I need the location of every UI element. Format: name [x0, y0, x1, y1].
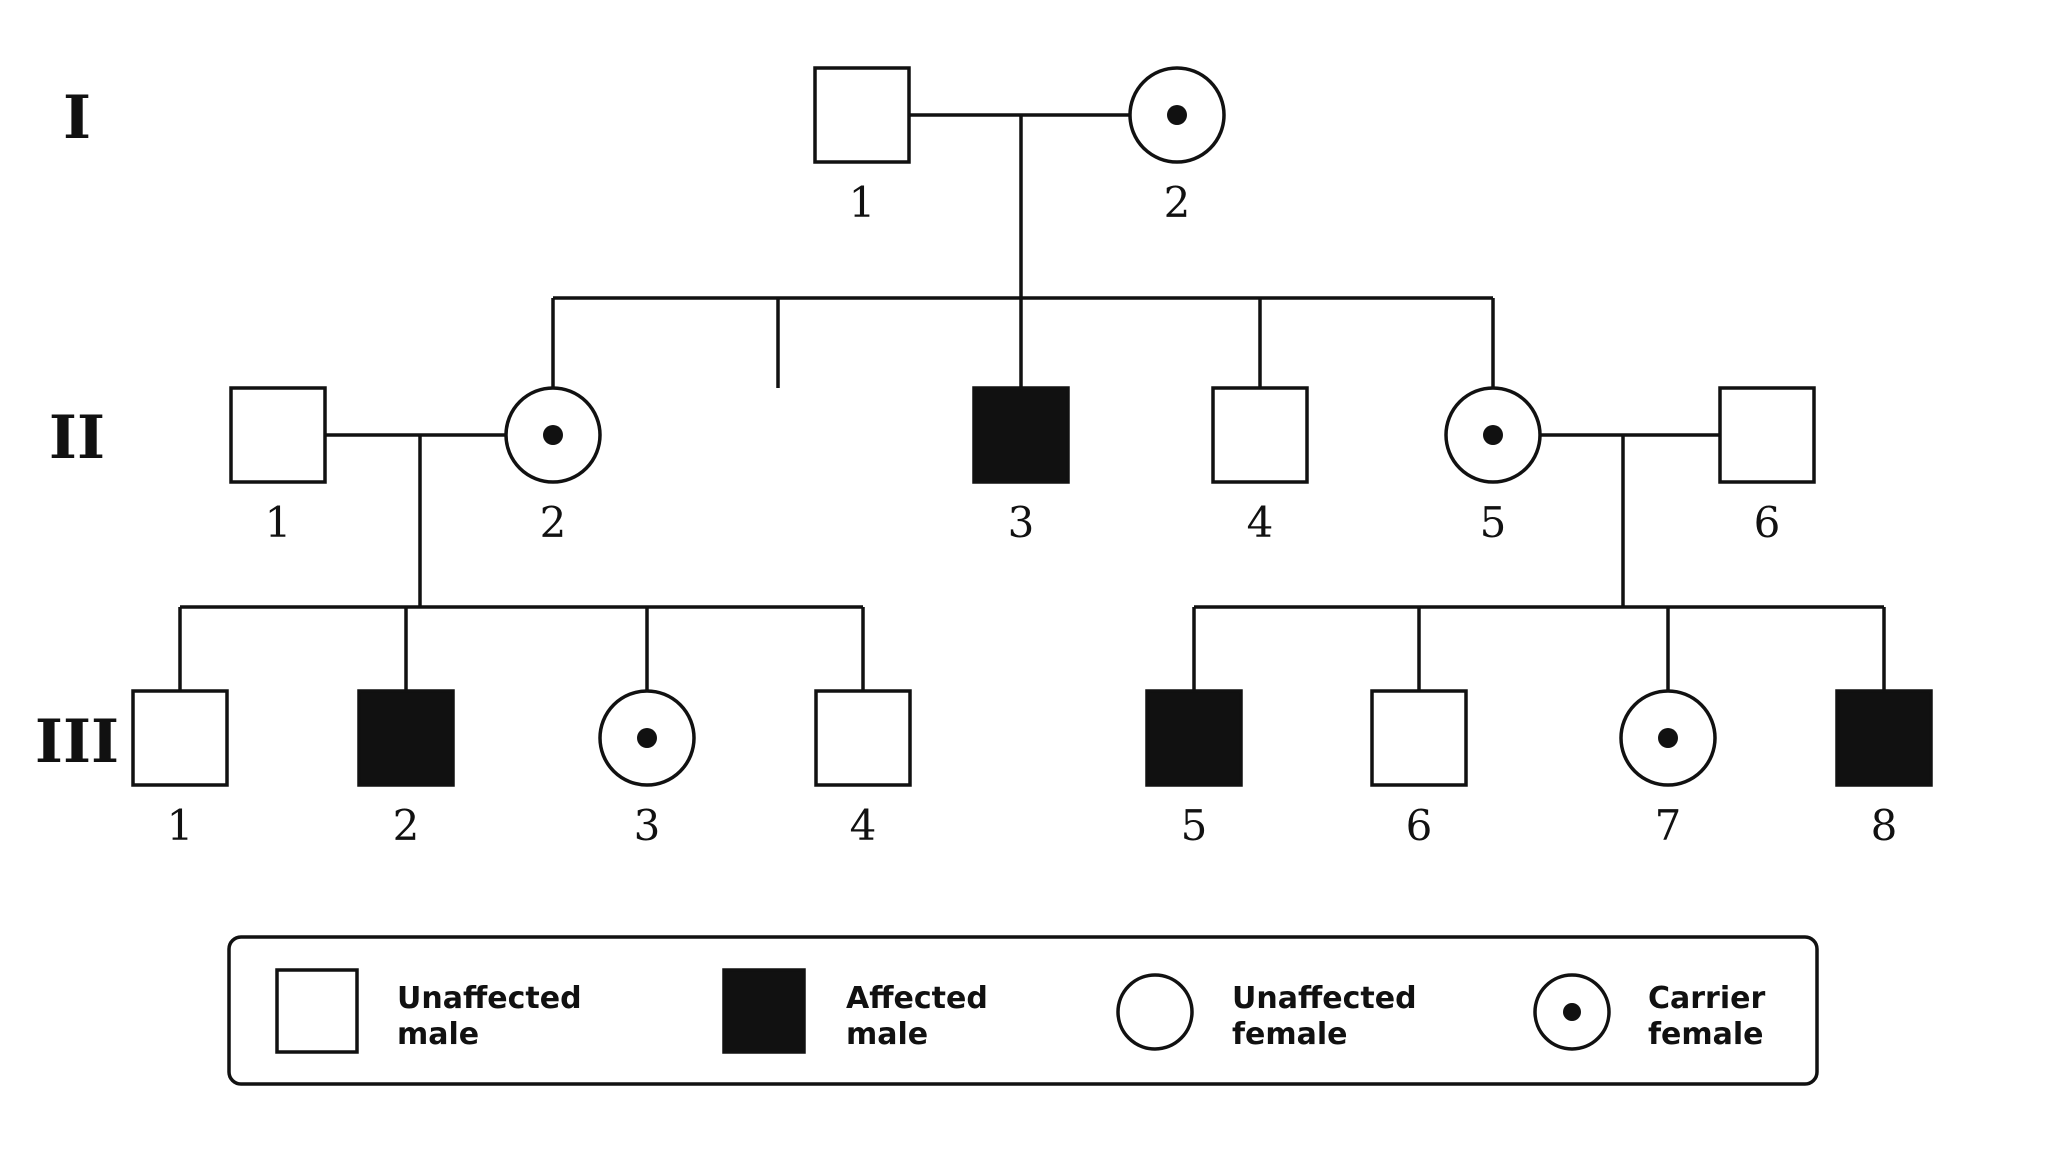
individual-I-2: 2: [1128, 66, 1226, 227]
unaffected-male-symbol: [229, 386, 327, 484]
legend-unaffected-male: Unaffected male: [275, 968, 582, 1054]
legend-carrier-dot: [1563, 1003, 1581, 1021]
legend-label-line2: male: [846, 1017, 928, 1052]
legend-symbol-square-open: [275, 968, 359, 1054]
individual-III-7: 7: [1619, 689, 1717, 850]
affected-male-symbol: [1145, 689, 1243, 787]
individual-number: 6: [1406, 801, 1433, 850]
legend-label-line1: Unaffected: [1232, 981, 1417, 1016]
individual-number: 2: [540, 498, 567, 547]
legend-carrier-female: Carrier female: [1533, 973, 1765, 1052]
unaffected-male-symbol: [131, 689, 229, 787]
legend-unaffected-female: Unaffected female: [1116, 973, 1417, 1052]
individual-number: 6: [1754, 498, 1781, 547]
individual-II-3: 3: [972, 386, 1070, 547]
carrier-dot: [1658, 728, 1678, 748]
individual-II-5: 5: [1444, 386, 1542, 547]
legend-label-line2: male: [397, 1017, 479, 1052]
individual-number: 4: [1247, 498, 1274, 547]
legend-label-line1: Unaffected: [397, 981, 582, 1016]
legend-symbol-circle-open: [1116, 973, 1194, 1051]
legend-box: [227, 935, 1819, 1086]
carrier-dot: [1483, 425, 1503, 445]
individual-number: 5: [1480, 498, 1507, 547]
affected-male-symbol: [1835, 689, 1933, 787]
individual-II-2: 2: [504, 386, 602, 547]
individual-number: 3: [634, 801, 661, 850]
generation-label-I: I: [63, 83, 91, 153]
individual-III-6: 6: [1370, 689, 1468, 850]
legend-label-line2: female: [1648, 1017, 1764, 1052]
individual-II-4: 4: [1211, 386, 1309, 547]
legend-label-line1: Carrier: [1648, 981, 1765, 1016]
individual-number: 5: [1181, 801, 1208, 850]
generation-label-III: III: [35, 707, 119, 777]
carrier-dot: [1167, 105, 1187, 125]
pedigree-lines: [178, 113, 1886, 690]
individual-number: 1: [265, 498, 292, 547]
individual-number: 1: [849, 178, 876, 227]
individual-number: 4: [850, 801, 877, 850]
affected-male-symbol: [972, 386, 1070, 484]
affected-male-symbol: [357, 689, 455, 787]
individual-number: 2: [1164, 178, 1191, 227]
generation-label-II: II: [49, 403, 105, 473]
individual-number: 3: [1008, 498, 1035, 547]
legend-label-line2: female: [1232, 1017, 1348, 1052]
legend-affected-male: Affected male: [722, 968, 988, 1054]
unaffected-male-symbol: [1718, 386, 1816, 484]
individual-III-4: 4: [814, 689, 912, 850]
unaffected-male-symbol: [813, 66, 911, 164]
unaffected-male-symbol: [814, 689, 912, 787]
legend-symbol-square-filled: [722, 968, 806, 1054]
individuals-layer: 1 2 1 2 3 4 5 6 1 2 3 4 5 6 7 8: [131, 66, 1933, 850]
individual-III-1: 1: [131, 689, 229, 850]
individual-III-5: 5: [1145, 689, 1243, 850]
individual-number: 8: [1871, 801, 1898, 850]
individual-II-1: 1: [229, 386, 327, 547]
legend-label-line1: Affected: [846, 981, 988, 1016]
individual-number: 1: [167, 801, 194, 850]
unaffected-male-symbol: [1211, 386, 1309, 484]
unaffected-male-symbol: [1370, 689, 1468, 787]
individual-number: 7: [1655, 801, 1682, 850]
carrier-dot: [637, 728, 657, 748]
carrier-dot: [543, 425, 563, 445]
individual-III-2: 2: [357, 689, 455, 850]
individual-II-6: 6: [1718, 386, 1816, 547]
individual-III-3: 3: [598, 689, 696, 850]
individual-III-8: 8: [1835, 689, 1933, 850]
individual-I-1: 1: [813, 66, 911, 227]
individual-number: 2: [393, 801, 420, 850]
